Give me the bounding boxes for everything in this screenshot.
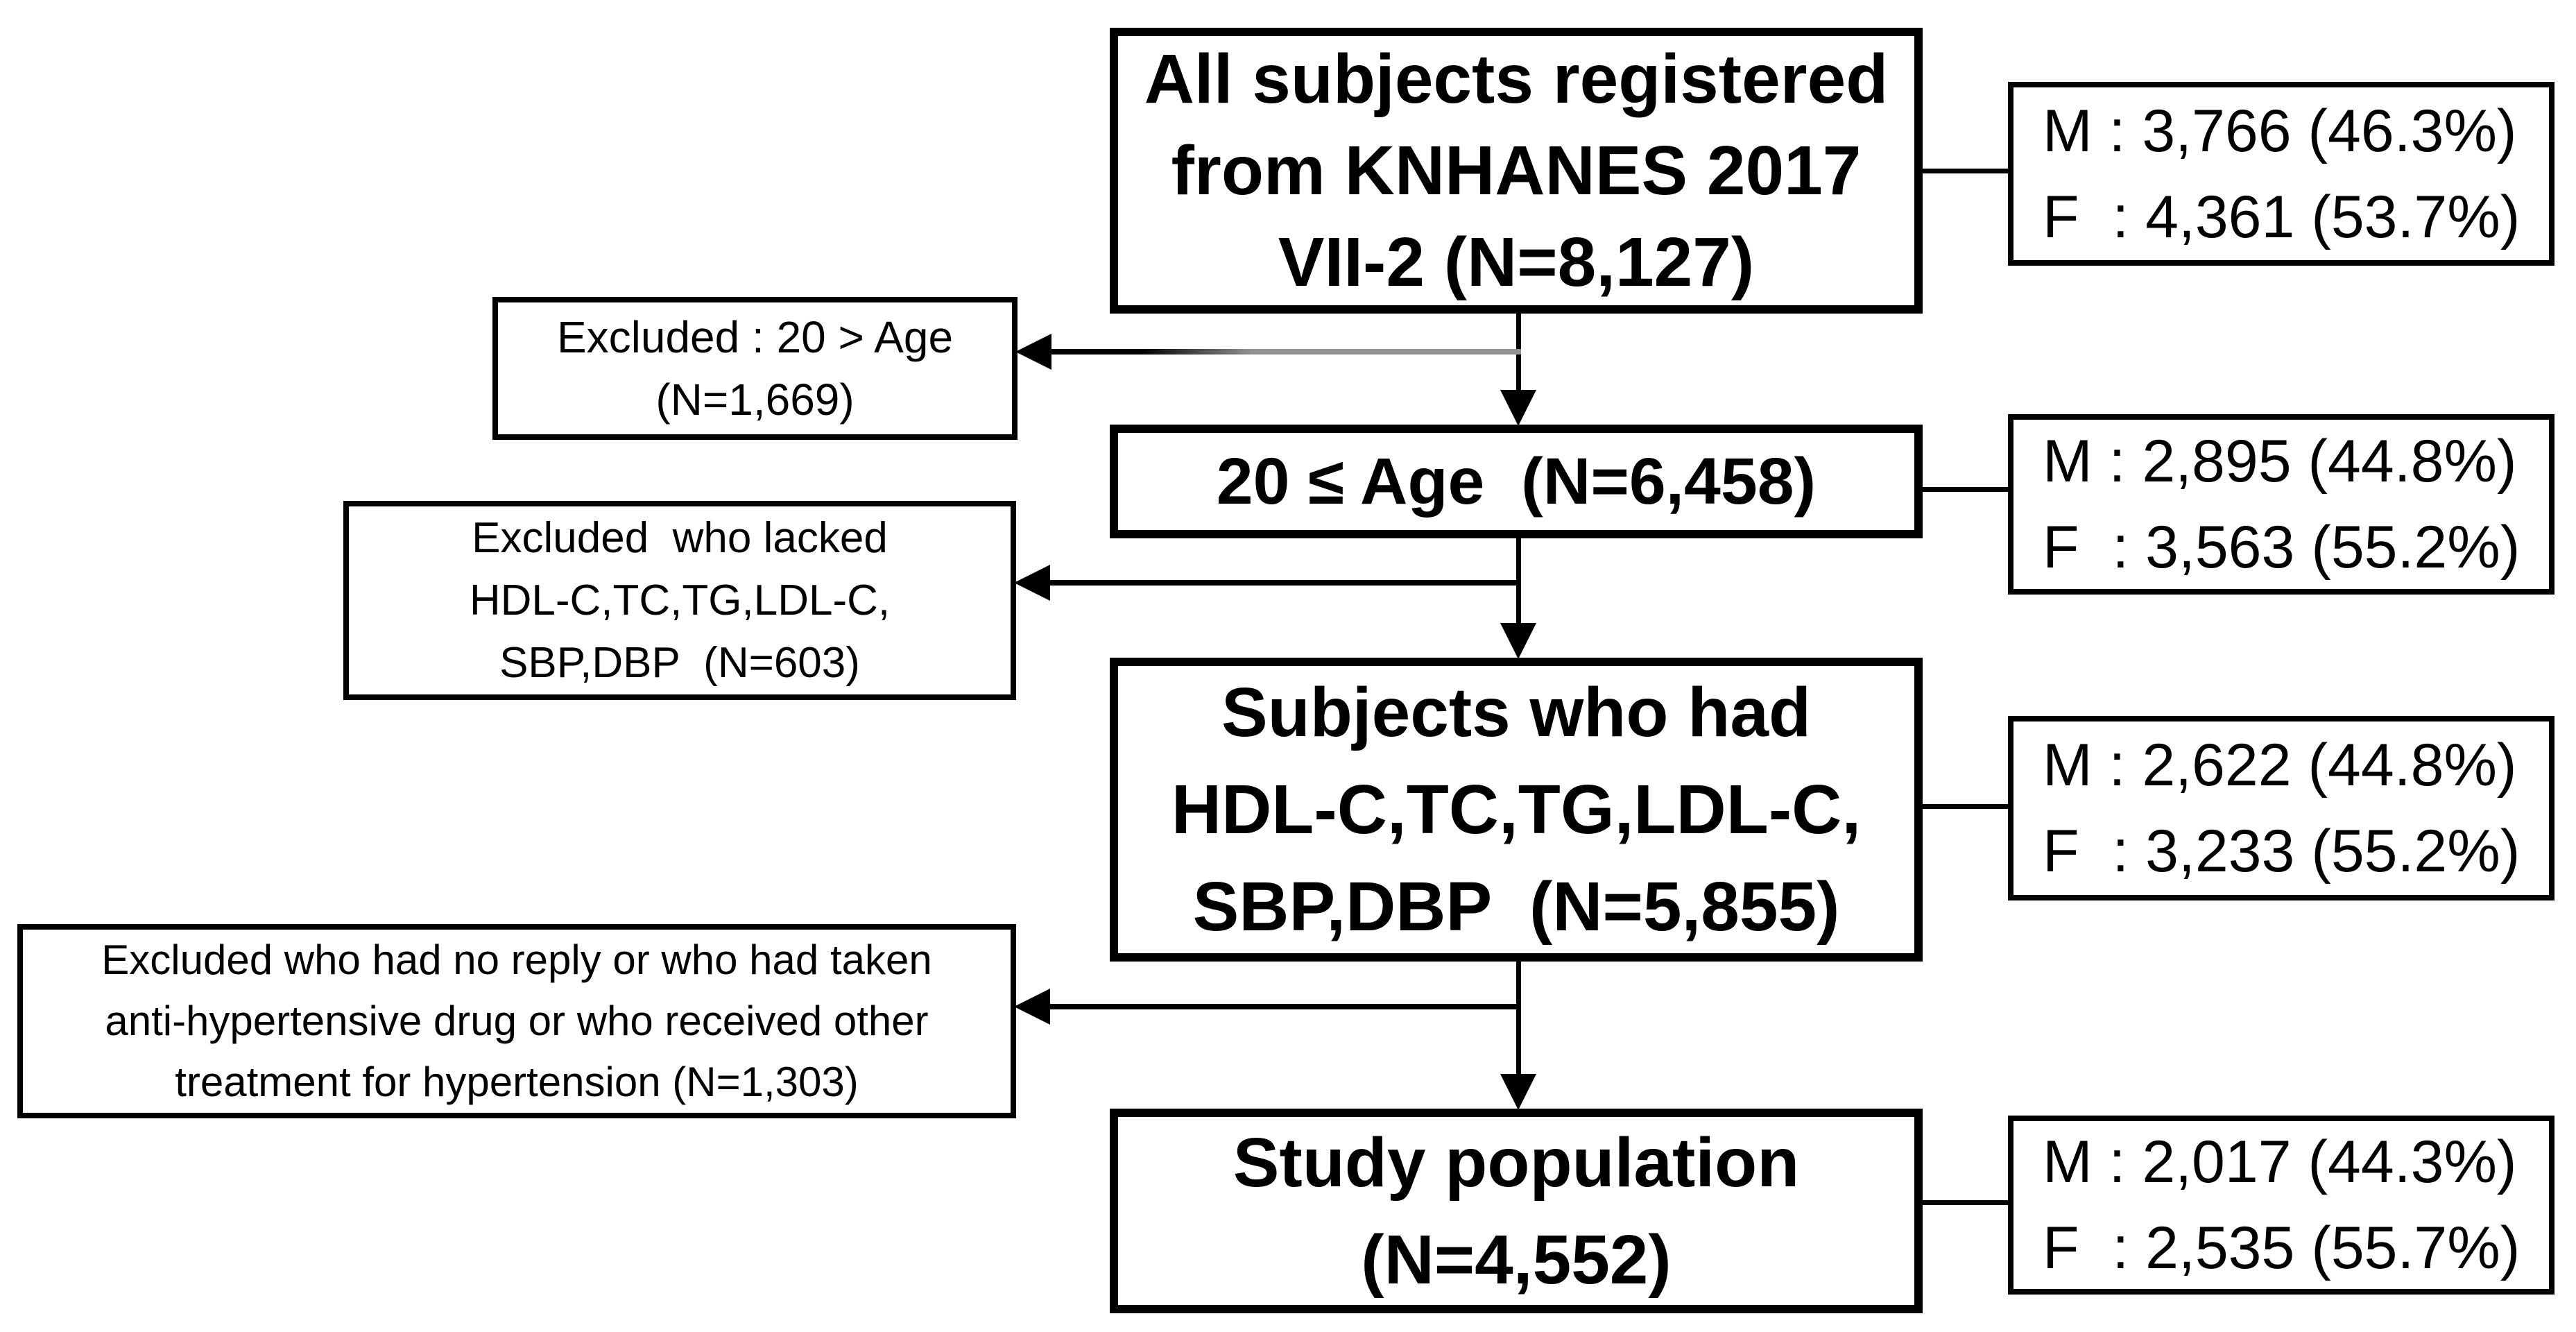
exclusion-box-missing-labs: Excluded who lacked HDL-C,TC,TG,LDL-C, S… (343, 501, 1016, 700)
exclusion-box-age: Excluded : 20 > Age (N=1,669) (492, 297, 1017, 440)
flow-box-text-line: Study population (1233, 1123, 1800, 1202)
exclusion-text-line: Excluded who lacked (472, 513, 888, 562)
connector-step4-sexsplit (1917, 1200, 2008, 1205)
female-count: F : 4,361 (53.7%) (2043, 183, 2521, 250)
connector-step3-step4 (1516, 959, 1521, 1077)
female-count: F : 3,233 (55.2%) (2043, 818, 2521, 885)
left-arrow-icon (1014, 989, 1050, 1025)
sex-split-box-step2: M : 2,895 (44.8%) F : 3,563 (55.2%) (2008, 414, 2554, 595)
flow-box-study-population: Study population (N=4,552) (1110, 1109, 1923, 1313)
connector-branch-exclusion2 (1045, 580, 1521, 586)
flow-box-all-subjects: All subjects registered from KNHANES 201… (1110, 28, 1923, 314)
flow-box-text-line: 20 ≤ Age (N=6,458) (1216, 445, 1817, 518)
flow-box-text-line: (N=4,552) (1361, 1220, 1672, 1299)
male-count: M : 2,017 (44.3%) (2043, 1129, 2517, 1195)
flow-box-text-line: All subjects registered (1144, 40, 1889, 118)
male-count: M : 2,895 (44.8%) (2043, 428, 2517, 495)
connector-branch-exclusion1 (1045, 349, 1521, 355)
down-arrow-icon (1500, 1074, 1536, 1110)
exclusion-text-line: (N=1,669) (655, 375, 855, 425)
exclusion-text-line: Excluded : 20 > Age (556, 312, 954, 362)
male-count: M : 3,766 (46.3%) (2043, 97, 2517, 164)
female-count: F : 3,563 (55.2%) (2043, 514, 2521, 581)
flow-box-age-filtered: 20 ≤ Age (N=6,458) (1110, 425, 1923, 538)
exclusion-text-line: SBP,DBP (N=603) (499, 638, 860, 687)
male-count: M : 2,622 (44.8%) (2043, 732, 2517, 799)
exclusion-text-line: HDL-C,TC,TG,LDL-C, (469, 576, 891, 624)
flow-box-text-line: SBP,DBP (N=5,855) (1192, 868, 1840, 946)
connector-step2-sexsplit (1917, 487, 2008, 492)
flow-box-text-line: Subjects who had (1221, 674, 1812, 751)
flow-box-text-line: HDL-C,TC,TG,LDL-C, (1171, 771, 1862, 848)
connector-step3-sexsplit (1917, 804, 2008, 809)
flow-box-text-line: VII-2 (N=8,127) (1278, 223, 1755, 301)
flow-box-subjects-with-labs: Subjects who had HDL-C,TC,TG,LDL-C, SBP,… (1110, 658, 1923, 962)
exclusion-text-line: anti-hypertensive drug or who received o… (105, 998, 929, 1044)
connector-step1-sexsplit (1917, 169, 2008, 173)
connector-branch-exclusion3 (1045, 1004, 1521, 1009)
exclusion-box-hypertension-treatment: Excluded who had no reply or who had tak… (17, 924, 1016, 1118)
flow-box-text-line: from KNHANES 2017 (1171, 132, 1862, 210)
down-arrow-icon (1500, 623, 1536, 659)
left-arrow-icon (1015, 334, 1051, 370)
down-arrow-icon (1500, 390, 1536, 426)
left-arrow-icon (1014, 565, 1050, 601)
exclusion-text-line: treatment for hypertension (N=1,303) (175, 1059, 859, 1105)
sex-split-box-step3: M : 2,622 (44.8%) F : 3,233 (55.2%) (2008, 716, 2554, 900)
female-count: F : 2,535 (55.7%) (2043, 1215, 2521, 1281)
sex-split-box-step4: M : 2,017 (44.3%) F : 2,535 (55.7%) (2008, 1116, 2554, 1295)
sex-split-box-step1: M : 3,766 (46.3%) F : 4,361 (53.7%) (2008, 82, 2554, 266)
exclusion-text-line: Excluded who had no reply or who had tak… (101, 937, 932, 983)
